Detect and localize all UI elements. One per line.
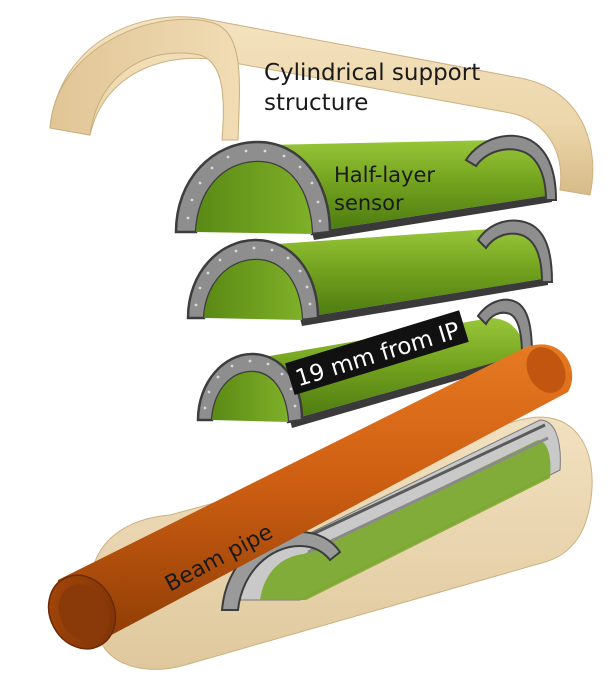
sensor-middle-holes [194,246,312,307]
beam-pipe-body [56,344,573,642]
assembled-gray-ring-1 [299,423,546,542]
sensor-middle-inner-fill [204,260,302,320]
half-layer-sensor-middle [186,219,554,326]
sensor-inner-bottom-edge [290,354,524,428]
label-sensor-line1: Half-layer [334,163,435,187]
label-sensor-line2: sensor [334,191,404,215]
sensor-inner-inner-fill [212,372,288,422]
sensor-outer-holes [186,149,322,223]
sensor-inner-holes [203,359,297,410]
beam-pipe-far-end [526,347,566,393]
sensor-outer-bottom-edge [312,195,552,240]
support-shell-end [49,18,240,141]
sensor-middle-back-frame [476,219,554,283]
sensor-outer-back-frame [464,134,558,201]
assembled-gray-ring-2 [307,436,549,554]
assembled-detector [47,344,593,670]
sensor-outer-inner-fill [196,162,312,234]
half-layer-sensor-outer [174,134,558,240]
assembled-green-layer [260,440,551,600]
distance-label-box [285,310,469,395]
sensor-middle-bottom-edge [300,278,548,326]
support-shell-outer [49,16,594,196]
support-structure-shell [49,16,594,196]
label-support-line1: Cylindrical support [264,60,480,86]
label-support-line2: structure [264,90,368,116]
beam-pipe-end-inner [58,584,110,642]
